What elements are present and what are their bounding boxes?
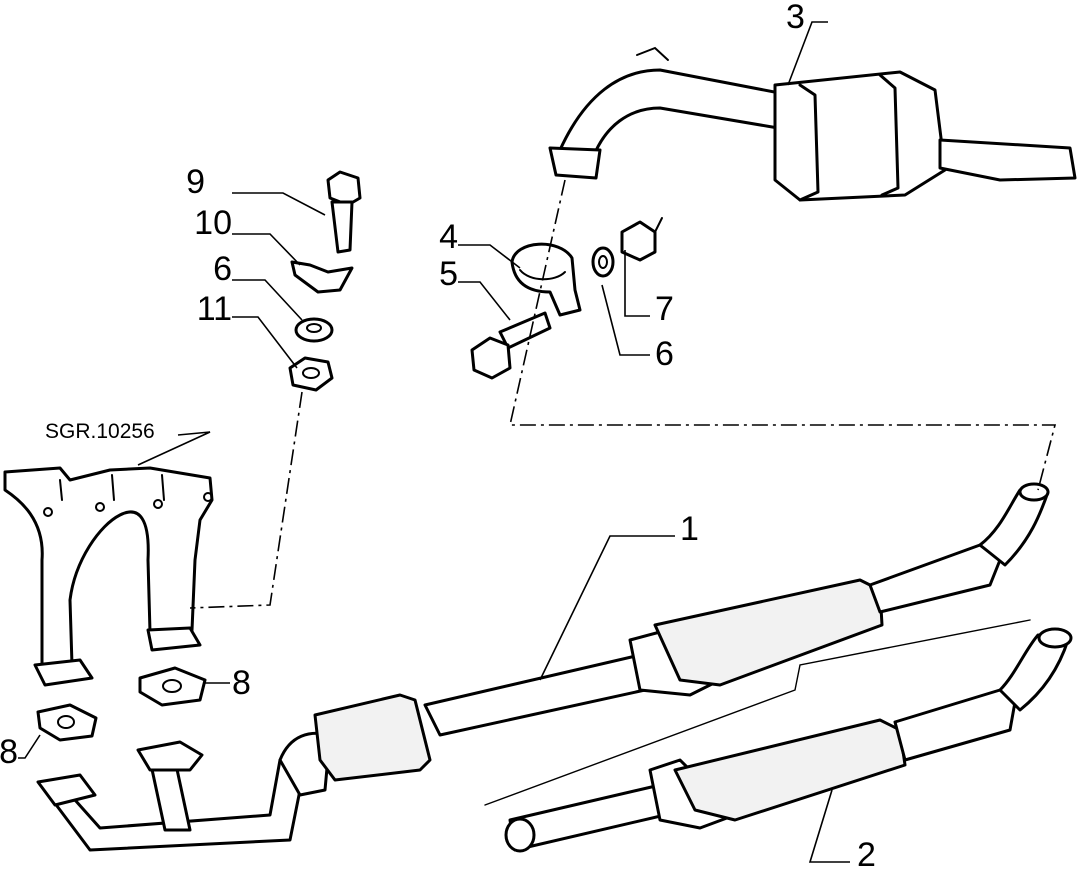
callout-8-upper: 8: [232, 664, 251, 702]
main-exhaust-part-1: [36, 482, 1050, 852]
bolt-part-9: [326, 170, 362, 254]
callout-3: 3: [786, 0, 805, 36]
callout-6-manifold: 6: [213, 250, 232, 288]
callout-7: 7: [655, 290, 674, 328]
washer-part-6-clamp: [591, 246, 615, 278]
gasket-part-8-lower: [36, 703, 98, 742]
callout-5: 5: [439, 255, 458, 293]
callout-1: 1: [680, 510, 699, 548]
callout-10: 10: [194, 204, 232, 242]
callout-8-lower: 8: [0, 733, 18, 771]
callout-11: 11: [197, 290, 232, 328]
callout-4: 4: [439, 218, 458, 256]
callout-9: 9: [186, 163, 205, 201]
callout-labels: 9 10 6 11 4 5 3 7 6 8 8 1 2 SGR.10256: [0, 0, 876, 874]
alt-exhaust-part-2: [504, 627, 1073, 853]
nut-part-11: [288, 356, 334, 392]
plate-part-10: [290, 260, 354, 294]
clamp-part-4: [510, 242, 582, 317]
reference-code: SGR.10256: [45, 420, 155, 443]
callout-2: 2: [857, 836, 876, 874]
washer-part-6-manifold: [294, 317, 334, 343]
callout-6-clamp: 6: [655, 335, 674, 373]
leader-lines: [18, 21, 850, 863]
gasket-part-8-upper: [138, 666, 207, 707]
bolt-part-5: [470, 311, 552, 380]
assembly-lines: [189, 179, 1057, 806]
exhaust-manifold: [3, 466, 214, 687]
rear-silencer-part-3: [548, 46, 1077, 202]
nut-part-7: [620, 217, 663, 262]
